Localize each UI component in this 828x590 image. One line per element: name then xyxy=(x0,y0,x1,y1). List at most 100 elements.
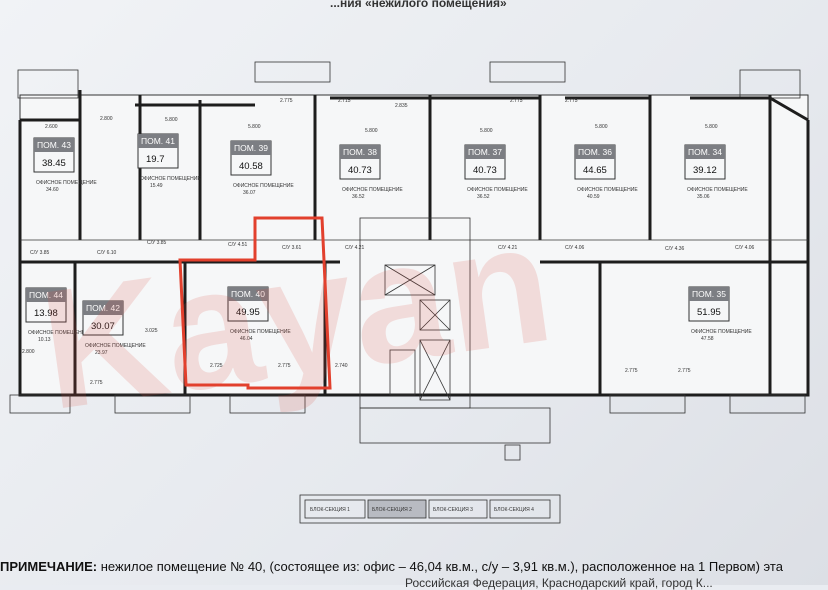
room-tag-header xyxy=(231,141,271,155)
legend-section-4: БЛОК-СЕКЦИЯ 4 xyxy=(494,507,534,513)
wc-label: С/У 3.85 xyxy=(147,240,167,246)
room-number: ПОМ. 36 xyxy=(578,147,612,157)
elevator xyxy=(384,264,436,296)
wc-label: С/У 4.06 xyxy=(735,245,755,251)
wc-label: С/У 6.10 xyxy=(97,250,117,256)
dimension-label: 2.800 xyxy=(22,349,35,355)
room-use: ОФИСНОЕ ПОМЕЩЕНИЕ xyxy=(687,187,748,193)
room-use: ОФИСНОЕ ПОМЕЩЕНИЕ xyxy=(85,343,146,349)
wc-label: С/У 4.06 xyxy=(565,245,585,251)
dimension-label: 2.725 xyxy=(210,363,223,369)
elevator xyxy=(419,299,451,331)
room-number: ПОМ. 43 xyxy=(37,140,71,150)
dimension-label: 2.775 xyxy=(90,380,103,386)
dimension-label: 5.800 xyxy=(248,124,261,130)
balcony xyxy=(489,61,566,83)
room-use-area: 36.52 xyxy=(352,194,365,200)
room-number: ПОМ. 37 xyxy=(468,147,502,157)
room-use-area: 40.59 xyxy=(587,194,600,200)
room-tag-header xyxy=(138,134,178,148)
balcony xyxy=(739,69,801,99)
dimension-label: 5.800 xyxy=(165,117,178,123)
dimension-label: 2.775 xyxy=(278,363,291,369)
room-40-highlight xyxy=(178,216,332,390)
elevator xyxy=(419,339,451,401)
room-number: ПОМ. 44 xyxy=(29,290,63,300)
footnote-text: нежилое помещение № 40, (состоящее из: о… xyxy=(97,559,783,574)
legend-section-3: БЛОК-СЕКЦИЯ 3 xyxy=(433,507,473,513)
staircase xyxy=(389,349,416,396)
room-use: ОФИСНОЕ ПОМЕЩЕНИЕ xyxy=(467,187,528,193)
room-tag-header xyxy=(689,287,729,301)
legend-frame xyxy=(299,494,561,524)
room-area: 40.58 xyxy=(239,161,263,172)
dimension-label: 2.775 xyxy=(565,98,578,104)
room-use-area: 36.52 xyxy=(477,194,490,200)
bottom-balconies xyxy=(9,394,806,414)
room-use: ОФИСНОЕ ПОМЕЩЕНИЕ xyxy=(36,180,97,186)
dimension-label: 2.800 xyxy=(100,116,113,122)
wc-label: С/У 4.51 xyxy=(228,242,248,248)
room-tag-header xyxy=(575,145,615,159)
wc-label: С/У 4.21 xyxy=(345,245,365,251)
room-area: 19.7 xyxy=(146,154,165,165)
wc-label: С/У 4.21 xyxy=(498,245,518,251)
room-use: ОФИСНОЕ ПОМЕЩЕНИЕ xyxy=(230,329,291,335)
room-number: ПОМ. 41 xyxy=(141,136,175,146)
room-use: ОФИСНОЕ ПОМЕЩЕНИЕ xyxy=(691,329,752,335)
room-number: ПОМ. 42 xyxy=(86,303,120,313)
room-tag-header xyxy=(465,145,505,159)
room-use-area: 35.06 xyxy=(697,194,710,200)
room-use: ОФИСНОЕ ПОМЕЩЕНИЕ xyxy=(577,187,638,193)
dimension-label: 5.800 xyxy=(705,124,718,130)
section-legend: БЛОК-СЕКЦИЯ 1 БЛОК-СЕКЦИЯ 2 БЛОК-СЕКЦИЯ … xyxy=(299,494,561,524)
room-area: 30.07 xyxy=(91,321,115,332)
legend-section-2: БЛОК-СЕКЦИЯ 2 xyxy=(372,507,412,513)
dimension-label: 2.775 xyxy=(678,368,691,374)
room-tag-header xyxy=(340,145,380,159)
dimension-label: 2.715 xyxy=(338,98,351,104)
room-use-area: 23.97 xyxy=(95,350,108,356)
room-use-area: 10.13 xyxy=(38,337,51,343)
balcony xyxy=(17,69,79,99)
room-tag-header xyxy=(34,138,74,152)
room-area: 49.95 xyxy=(236,307,260,318)
room-area: 39.12 xyxy=(693,165,717,176)
dimension-label: 5.800 xyxy=(365,128,378,134)
dimension-label: 5.800 xyxy=(595,124,608,130)
room-area: 40.73 xyxy=(473,165,497,176)
dimension-label: 3.025 xyxy=(145,328,158,334)
document-title: ...ния «нежилого помещения» xyxy=(330,0,507,10)
wc-label: С/У 4.36 xyxy=(665,246,685,252)
room-area: 40.73 xyxy=(348,165,372,176)
footnote: ПРИМЕЧАНИЕ: нежилое помещение № 40, (сос… xyxy=(0,559,783,574)
entrance-step xyxy=(504,444,521,461)
dimension-label: 5.800 xyxy=(480,128,493,134)
room-use-area: 15.49 xyxy=(150,183,163,189)
footnote-line-2: Российская Федерация, Краснодарский край… xyxy=(405,576,713,590)
outer-wall-top xyxy=(20,96,809,122)
room-use: ОФИСНОЕ ПОМЕЩЕНИЕ xyxy=(342,187,403,193)
room-number: ПОМ. 35 xyxy=(692,289,726,299)
room-tag-header xyxy=(228,287,268,301)
room-use-area: 46.04 xyxy=(240,336,253,342)
room-number: ПОМ. 40 xyxy=(231,289,265,299)
wc-label: С/У 3.85 xyxy=(30,250,50,256)
room-number: ПОМ. 34 xyxy=(688,147,722,157)
entrance-ramp xyxy=(359,407,551,444)
room-tag-header xyxy=(685,145,725,159)
legend-section-1: БЛОК-СЕКЦИЯ 1 xyxy=(310,507,350,513)
room-area: 51.95 xyxy=(697,307,721,318)
dimension-label: 2.775 xyxy=(625,368,638,374)
room-use: ОФИСНОЕ ПОМЕЩЕНИЕ xyxy=(233,183,294,189)
